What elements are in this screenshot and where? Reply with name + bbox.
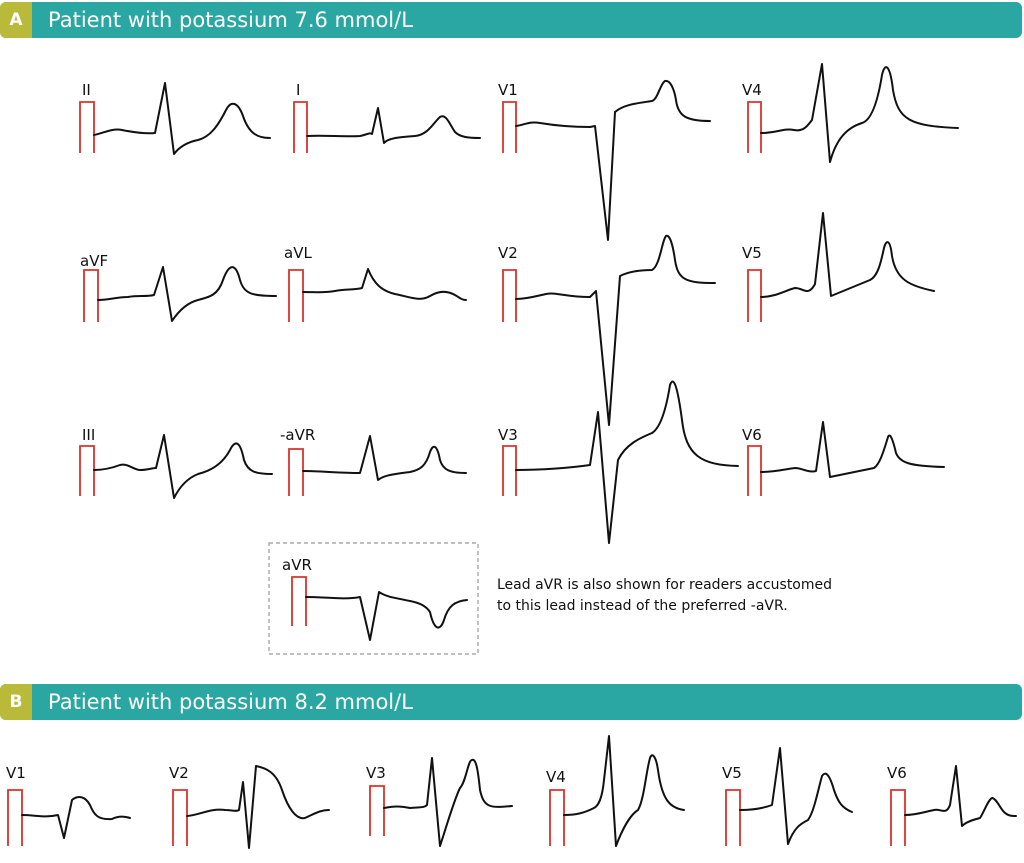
trace-v3	[515, 380, 739, 544]
lead-label-i: I	[296, 81, 300, 99]
trace-b-v4	[563, 735, 685, 847]
panel-b-badge: B	[0, 684, 32, 720]
lead-label-neg-avr: -aVR	[280, 426, 315, 444]
trace-ii	[93, 82, 271, 155]
trace-b-v1	[21, 796, 131, 839]
trace-v5	[760, 212, 935, 298]
calibration-pulse-b-v2	[172, 789, 188, 846]
trace-b-v3	[383, 757, 513, 847]
lead-label-avf: aVF	[80, 252, 108, 270]
trace-v1	[515, 79, 711, 241]
calibration-pulse-i	[293, 101, 308, 153]
trace-v2	[515, 234, 716, 426]
panel-a-badge: A	[0, 2, 32, 38]
calibration-pulse-b-v3	[369, 785, 385, 836]
calibration-pulse-v4	[747, 101, 762, 153]
lead-label-avr: aVR	[282, 556, 312, 574]
calibration-pulse-neg-avr	[288, 448, 304, 496]
calibration-pulse-avl	[288, 269, 304, 322]
panel-b-label-v2: V2	[169, 764, 189, 782]
calibration-pulse-b-v1	[7, 789, 23, 846]
trace-neg-avr	[302, 435, 467, 481]
trace-iii	[93, 434, 273, 499]
panel-b-label-v3: V3	[366, 764, 386, 782]
calibration-pulse-b-v5	[725, 789, 741, 846]
calibration-pulse-v6	[747, 445, 762, 496]
calibration-pulse-iii	[79, 445, 95, 496]
calibration-pulse-v2	[502, 269, 517, 322]
lead-label-v2: V2	[498, 244, 518, 262]
trace-avf	[97, 266, 277, 322]
panel-b-title: Patient with potassium 8.2 mmol/L	[48, 690, 413, 714]
panel-b-label-v5: V5	[722, 764, 742, 782]
lead-label-ii: II	[82, 81, 91, 99]
trace-b-v5	[739, 747, 853, 845]
avr-note-line-2: to this lead instead of the preferred -a…	[497, 598, 788, 614]
trace-avl	[302, 268, 467, 301]
calibration-pulse-v1	[502, 101, 517, 153]
lead-label-v3: V3	[498, 426, 518, 444]
trace-b-v6	[904, 765, 1017, 827]
panel-b-label-v6: V6	[887, 764, 907, 782]
calibration-pulse-b-v4	[549, 789, 565, 846]
ecg-traces	[21, 63, 1017, 849]
panel-a-banner: A Patient with potassium 7.6 mmol/L	[0, 2, 1022, 38]
calibration-pulse-avf	[83, 269, 99, 322]
panel-a-title: Patient with potassium 7.6 mmol/L	[48, 8, 413, 32]
panel-b-label-v1: V1	[6, 764, 26, 782]
calibration-pulse-b-v6	[890, 789, 906, 846]
lead-label-avl: aVL	[284, 244, 312, 262]
calibration-pulse-v5	[747, 269, 762, 322]
trace-avr	[305, 591, 468, 641]
panel-b-label-v4: V4	[546, 768, 566, 786]
avr-inset-box	[268, 542, 479, 655]
lead-label-v4: V4	[742, 81, 762, 99]
lead-label-iii: III	[82, 426, 95, 444]
trace-v4	[760, 63, 959, 163]
avr-note-line-1: Lead aVR is also shown for readers accus…	[497, 577, 833, 593]
calibration-pulse-ii	[79, 101, 95, 153]
calibration-pulse-avr	[291, 576, 307, 626]
lead-label-v6: V6	[742, 426, 762, 444]
trace-i	[306, 107, 481, 144]
calibration-pulses	[7, 101, 906, 846]
avr-note: Lead aVR is also shown for readers accus…	[497, 575, 877, 617]
lead-label-v1: V1	[498, 81, 518, 99]
lead-label-v5: V5	[742, 244, 762, 262]
trace-b-v2	[186, 765, 330, 849]
trace-v6	[760, 421, 945, 478]
calibration-pulse-v3	[502, 445, 517, 496]
panel-b-banner: B Patient with potassium 8.2 mmol/L	[0, 684, 1022, 720]
